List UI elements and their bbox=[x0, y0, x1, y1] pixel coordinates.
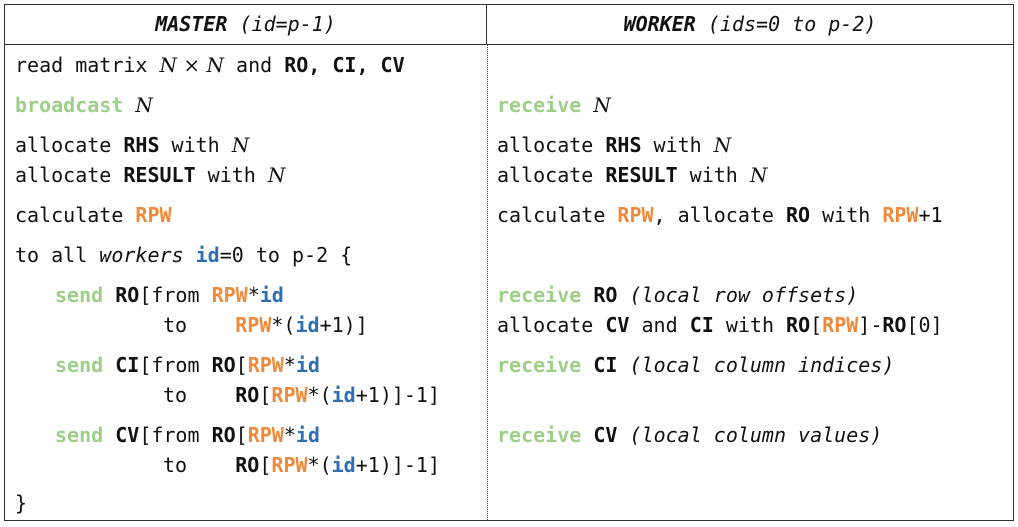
worker-alloc-rhs-line: allocate RHS with N bbox=[497, 133, 732, 157]
master-read-line: read matrix N × N and RO, CI, CV bbox=[15, 53, 405, 77]
worker-receive-ro-line: receive RO (local row offsets) bbox=[497, 283, 859, 307]
worker-calc-rpw-line: calculate RPW, allocate RO with RPW+1 bbox=[497, 203, 943, 227]
worker-alloc-cv-ci-line: allocate CV and CI with RO[RPW]-RO[0] bbox=[497, 313, 943, 337]
master-calc-rpw-line: calculate RPW bbox=[15, 203, 172, 227]
worker-receive-n-line: receive N bbox=[497, 93, 611, 117]
worker-receive-ci-line: receive CI (local column indices) bbox=[497, 353, 895, 377]
master-send-ro-to-line: to RPW*(id+1)] bbox=[163, 313, 368, 337]
worker-header: WORKER (ids=0 to p-2) bbox=[623, 12, 877, 36]
algorithm-table: MASTER (id=p-1) WORKER (ids=0 to p-2) re… bbox=[4, 4, 1014, 521]
master-alloc-result-line: allocate RESULT with N bbox=[15, 163, 286, 187]
master-send-cv-line: send CV[from RO[RPW*id bbox=[55, 423, 320, 447]
worker-receive-cv-line: receive CV (local column values) bbox=[497, 423, 883, 447]
master-loop-line: to all workers id=0 to p-2 { bbox=[15, 243, 353, 267]
header-divider bbox=[486, 5, 487, 45]
master-broadcast-line: broadcast N bbox=[15, 93, 153, 117]
master-send-cv-to-line: to RO[RPW*(id+1)]-1] bbox=[163, 453, 441, 477]
master-close-brace: } bbox=[15, 491, 28, 515]
worker-alloc-result-line: allocate RESULT with N bbox=[497, 163, 768, 187]
column-divider bbox=[487, 45, 488, 520]
master-send-ro-line: send RO[from RPW*id bbox=[55, 283, 284, 307]
table-header: MASTER (id=p-1) WORKER (ids=0 to p-2) bbox=[5, 5, 1013, 45]
master-alloc-rhs-line: allocate RHS with N bbox=[15, 133, 250, 157]
master-send-ci-to-line: to RO[RPW*(id+1)]-1] bbox=[163, 383, 441, 407]
master-header: MASTER (id=p-1) bbox=[155, 12, 336, 36]
master-send-ci-line: send CI[from RO[RPW*id bbox=[55, 353, 320, 377]
